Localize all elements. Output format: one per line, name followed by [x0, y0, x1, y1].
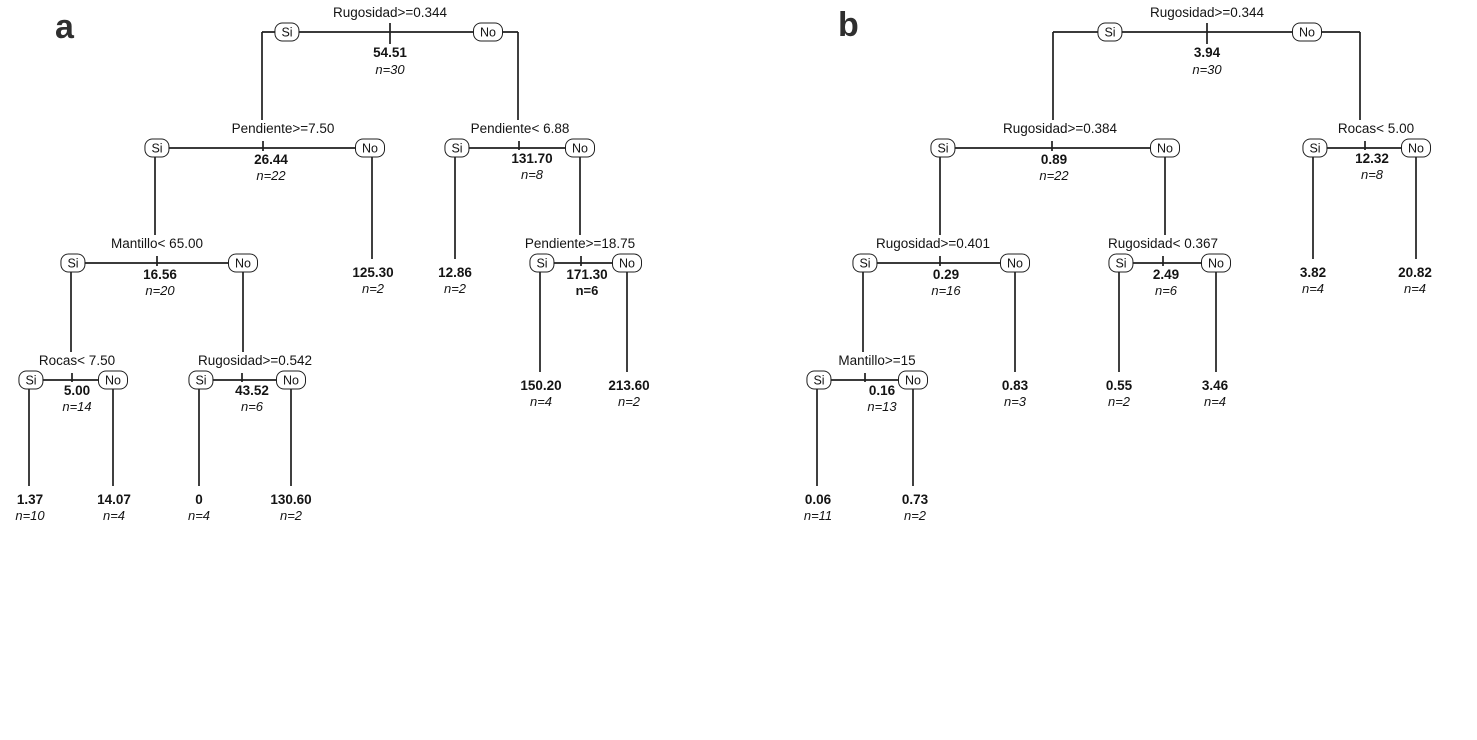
branch-label-si: Si [60, 253, 86, 273]
branch-label-no: No [98, 370, 128, 390]
branch-label-no: No [1000, 253, 1030, 273]
split-node-condition: Pendiente>=7.50 [230, 121, 336, 136]
split-node-value: 16.56 [141, 267, 179, 282]
split-node-condition: Rugosidad>=0.542 [196, 353, 314, 368]
leaf-count: n=4 [100, 508, 128, 523]
split-node-count: n=30 [373, 62, 407, 77]
branch-label-si: Si [1108, 253, 1134, 273]
split-node-count: n=22 [254, 168, 288, 183]
split-node-count: n=30 [1190, 62, 1224, 77]
branch-label-si: Si [806, 370, 832, 390]
split-node-condition: Rugosidad< 0.367 [1107, 236, 1219, 251]
split-node-value: 3.94 [1191, 45, 1223, 60]
branch-label-si: Si [529, 253, 555, 273]
leaf-value: 12.86 [436, 265, 474, 280]
split-node-condition: Rugosidad>=0.344 [1148, 5, 1266, 20]
branch-label-no: No [1201, 253, 1231, 273]
leaf-value: 1.37 [14, 492, 46, 507]
split-node-condition: Mantillo>=15 [837, 353, 917, 368]
split-node-count: n=8 [1358, 167, 1386, 182]
branch-label-no: No [565, 138, 595, 158]
leaf-value: 14.07 [95, 492, 133, 507]
leaf-value: 0.06 [802, 492, 834, 507]
branch-label-si: Si [930, 138, 956, 158]
branch-label-si: Si [852, 253, 878, 273]
split-node-value: 131.70 [509, 151, 555, 166]
leaf-value: 20.82 [1396, 265, 1434, 280]
leaf-count: n=4 [1201, 394, 1229, 409]
leaf-count: n=2 [359, 281, 387, 296]
leaf-count: n=4 [1401, 281, 1429, 296]
branch-label-si: Si [18, 370, 44, 390]
leaf-value: 130.60 [268, 492, 314, 507]
split-node-condition: Rugosidad>=0.401 [874, 236, 992, 251]
split-node-value: 0.29 [930, 267, 962, 282]
leaf-count: n=2 [1105, 394, 1133, 409]
split-node-value: 0.16 [866, 383, 898, 398]
leaf-count: n=3 [1001, 394, 1029, 409]
leaf-count: n=11 [801, 508, 835, 523]
branch-label-no: No [1292, 22, 1322, 42]
split-node-count: n=6 [1152, 283, 1180, 298]
branch-label-si: Si [1097, 22, 1123, 42]
leaf-value: 0.55 [1103, 378, 1135, 393]
leaf-count: n=4 [185, 508, 213, 523]
split-node-count: n=6 [238, 399, 266, 414]
split-node-value: 12.32 [1353, 151, 1391, 166]
split-node-value: 26.44 [252, 152, 290, 167]
split-node-count: n=20 [143, 283, 177, 298]
branch-label-no: No [473, 22, 503, 42]
split-node-count: n=13 [865, 399, 899, 414]
split-node-condition: Pendiente< 6.88 [469, 121, 571, 136]
split-node-value: 54.51 [371, 45, 409, 60]
branch-label-si: Si [144, 138, 170, 158]
leaf-count: n=4 [527, 394, 555, 409]
split-node-value: 0.89 [1038, 152, 1070, 167]
branch-label-no: No [276, 370, 306, 390]
split-node-condition: Rocas< 7.50 [37, 353, 117, 368]
leaf-value: 125.30 [350, 265, 396, 280]
branch-label-no: No [612, 253, 642, 273]
branch-label-no: No [1401, 138, 1431, 158]
leaf-count: n=2 [277, 508, 305, 523]
split-node-count: n=14 [60, 399, 94, 414]
branch-label-no: No [355, 138, 385, 158]
branch-label-si: Si [188, 370, 214, 390]
leaf-value: 3.46 [1199, 378, 1231, 393]
split-node-count: n=16 [929, 283, 963, 298]
panel-label: a [55, 8, 74, 46]
leaf-value: 3.82 [1297, 265, 1329, 280]
branch-label-no: No [1150, 138, 1180, 158]
leaf-value: 0.73 [899, 492, 931, 507]
leaf-value: 150.20 [518, 378, 564, 393]
split-node-value: 43.52 [233, 383, 271, 398]
split-node-count: n=22 [1037, 168, 1071, 183]
leaf-count: n=4 [1299, 281, 1327, 296]
leaf-count: n=2 [441, 281, 469, 296]
split-node-condition: Rocas< 5.00 [1336, 121, 1416, 136]
leaf-value: 213.60 [606, 378, 652, 393]
split-node-condition: Mantillo< 65.00 [110, 236, 204, 251]
branch-label-si: Si [444, 138, 470, 158]
leaf-count: n=2 [615, 394, 643, 409]
branch-label-no: No [898, 370, 928, 390]
leaf-value: 0 [193, 492, 205, 507]
branch-label-si: Si [274, 22, 300, 42]
panel-label: b [838, 6, 859, 44]
branch-label-no: No [228, 253, 258, 273]
split-node-condition: Rugosidad>=0.344 [331, 5, 449, 20]
split-node-count: n=8 [518, 167, 546, 182]
leaf-count: n=10 [13, 508, 47, 523]
leaf-value: 0.83 [999, 378, 1031, 393]
split-node-value: 171.30 [564, 267, 610, 282]
branch-label-si: Si [1302, 138, 1328, 158]
split-node-condition: Rugosidad>=0.384 [1001, 121, 1119, 136]
split-node-condition: Pendiente>=18.75 [523, 236, 637, 251]
split-node-count: n=6 [573, 283, 601, 298]
split-node-value: 2.49 [1150, 267, 1182, 282]
split-node-value: 5.00 [61, 383, 93, 398]
leaf-count: n=2 [901, 508, 929, 523]
